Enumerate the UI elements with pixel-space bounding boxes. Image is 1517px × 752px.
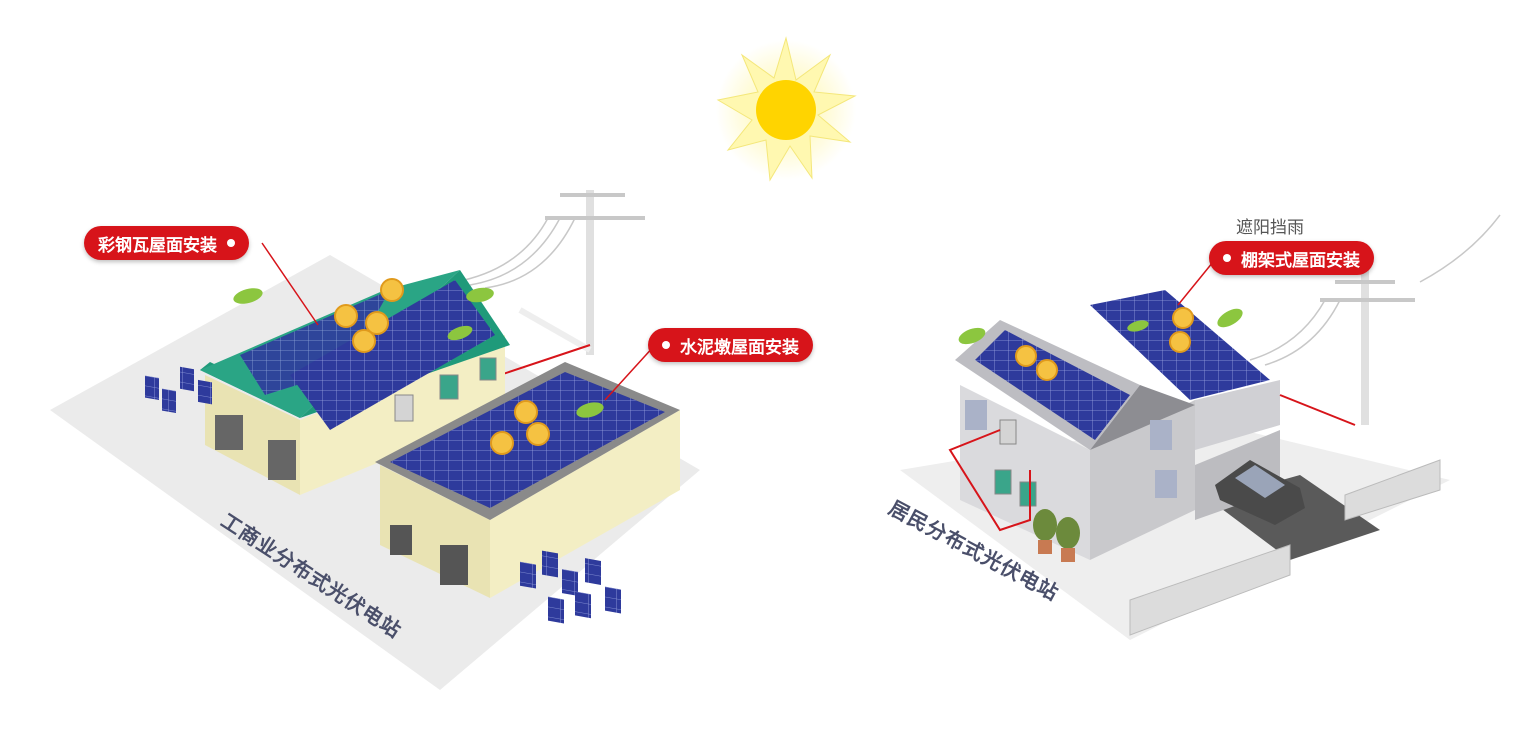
- label-text: 水泥墩屋面安装: [680, 337, 799, 358]
- dot-icon: [1223, 254, 1231, 262]
- coin-icon: [334, 278, 550, 455]
- sun-icon: [716, 36, 857, 182]
- pointer-line-cement: [604, 344, 656, 401]
- ground-panels-left: [145, 366, 621, 624]
- car-icon: [1215, 460, 1305, 525]
- residential-house: [955, 290, 1280, 560]
- dot-icon: [227, 239, 235, 247]
- label-color-steel-roof: 彩钢瓦屋面安装: [84, 226, 249, 260]
- potted-plant-icon: [1033, 509, 1080, 562]
- label-text: 彩钢瓦屋面安装: [98, 235, 217, 256]
- pointer-line-shed: [1177, 261, 1214, 306]
- wiring-line: [948, 429, 1031, 532]
- leaf-icon: [233, 287, 604, 418]
- dot-icon: [662, 341, 670, 349]
- coin-icon: [1015, 307, 1194, 381]
- label-cement-pier-roof: 水泥墩屋面安装: [648, 328, 813, 362]
- leaf-icon: [958, 308, 1243, 345]
- utility-pole-icon: [454, 190, 645, 355]
- pointer-line-steel: [261, 242, 319, 326]
- wiring-line: [1279, 394, 1356, 426]
- label-shed-roof: 棚架式屋面安装: [1209, 241, 1374, 275]
- label-text: 棚架式屋面安装: [1241, 250, 1360, 271]
- utility-pole-icon: [1249, 214, 1501, 425]
- label-shade-rain: 遮阳挡雨: [1236, 218, 1304, 238]
